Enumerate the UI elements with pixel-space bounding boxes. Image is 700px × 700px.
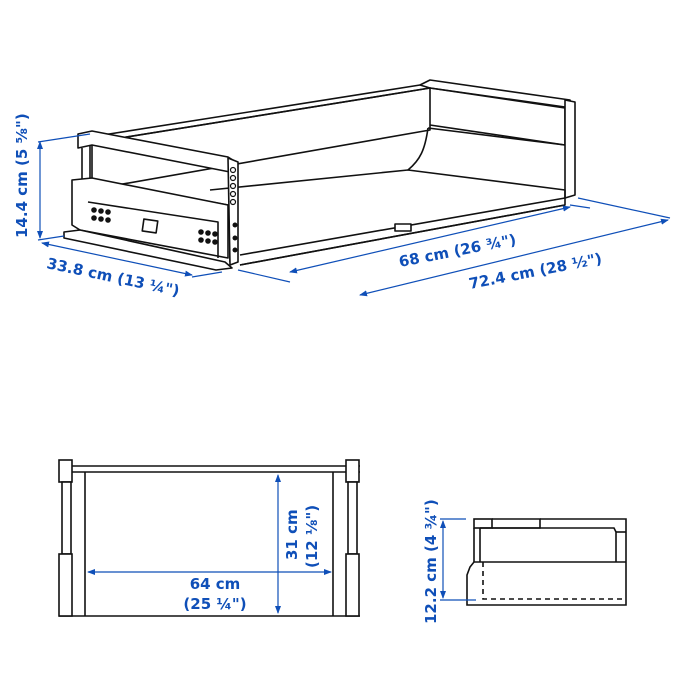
width-label-top: 64 cm (190, 575, 241, 593)
inner-length-label: 68 cm (26 ¾") (397, 231, 517, 271)
side-view-dimensions (440, 518, 476, 601)
top-view-drawer (58, 459, 360, 617)
width-label-top-imperial: (25 ¼") (183, 595, 246, 613)
height-label-perspective: 14.4 cm (5 ⅝") (13, 113, 31, 238)
outer-length-label: 72.4 cm (28 ½") (467, 249, 603, 292)
perspective-dimensions (37, 133, 671, 297)
side-view-drawer (466, 518, 627, 606)
depth-label-perspective: 33.8 cm (13 ¼") (45, 254, 181, 300)
depth-label-top: 31 cm (283, 509, 301, 560)
height-label-side: 12.2 cm (4 ¾") (422, 499, 440, 624)
depth-label-top-imperial: (12 ⅛") (303, 505, 321, 568)
top-view-dimensions (87, 474, 332, 614)
